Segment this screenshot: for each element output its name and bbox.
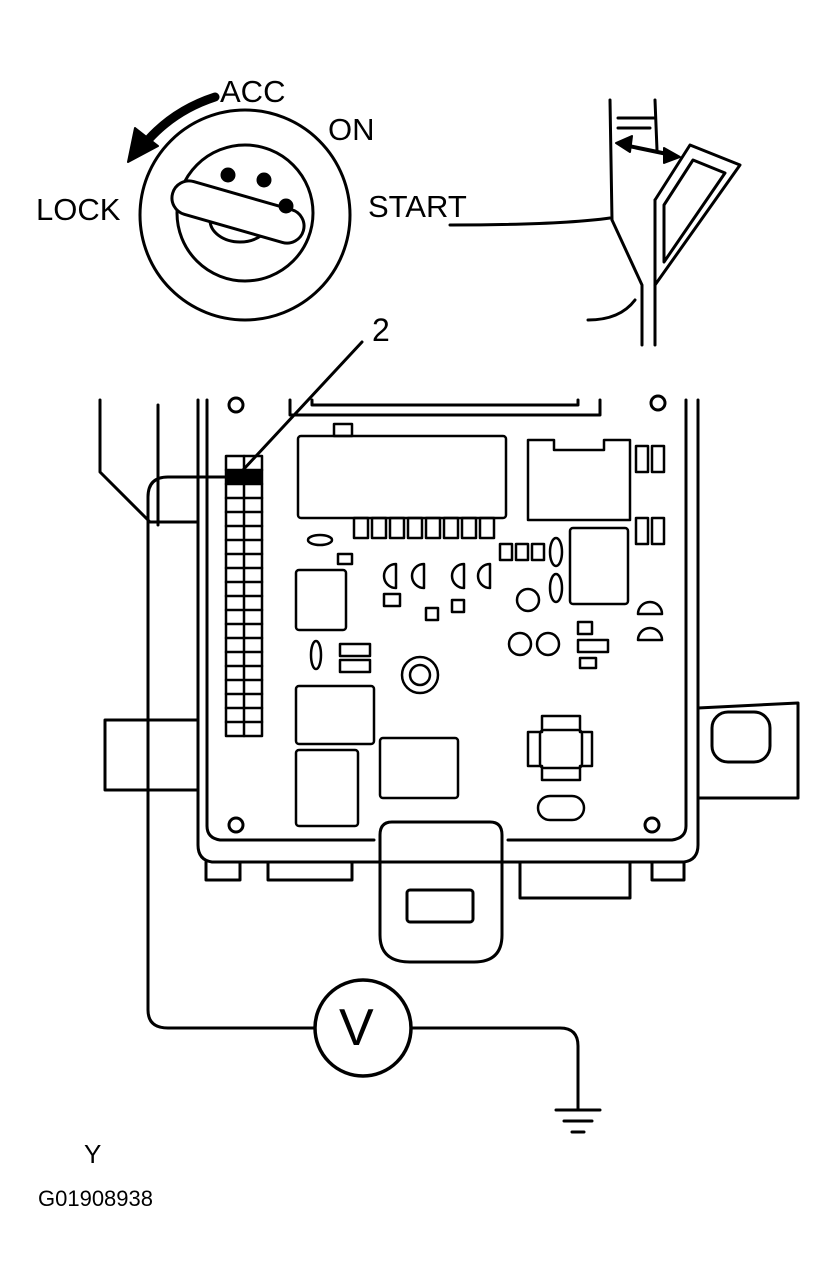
ground-icon [554, 1108, 602, 1134]
position-label-lock: LOCK [36, 192, 121, 227]
figure-letter: Y [84, 1139, 102, 1169]
callout-number: 2 [372, 312, 390, 348]
position-label-on: ON [328, 112, 375, 147]
voltmeter-symbol: V [339, 999, 374, 1057]
callout-leader-line [241, 340, 364, 472]
voltmeter [313, 978, 413, 1078]
ecu-housing [98, 394, 800, 964]
circuit-board-components [294, 422, 666, 828]
position-label-start: START [368, 189, 467, 224]
lever-double-arrow-icon [615, 135, 681, 164]
terminal-2 [225, 469, 263, 485]
steering-column-lever [448, 98, 742, 347]
rotation-arrow-icon [127, 92, 220, 163]
connector-terminal-strip [224, 454, 264, 738]
voltmeter-test-leads [146, 475, 580, 1112]
position-label-acc: ACC [220, 74, 286, 109]
ignition-key-cylinder [138, 108, 352, 322]
figure-code: G01908938 [38, 1186, 153, 1211]
